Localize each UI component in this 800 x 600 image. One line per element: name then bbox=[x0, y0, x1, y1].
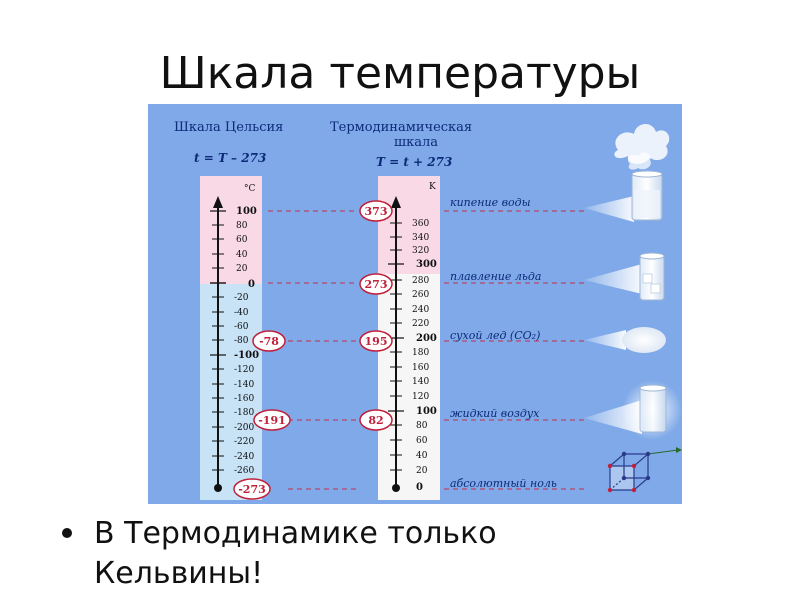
kelvin-marker-dry-ice: 195 bbox=[365, 335, 388, 348]
celsius-tick-label: -100 bbox=[234, 350, 259, 361]
kelvin-tick-label: 220 bbox=[412, 319, 429, 329]
kelvin-tick-label: 100 bbox=[416, 406, 437, 417]
bullet-line: В Термодинамике только bbox=[94, 516, 497, 551]
kelvin-tick-label: 0 bbox=[416, 482, 423, 493]
phenomenon-label: кипение воды bbox=[450, 196, 531, 209]
celsius-tick-label: 20 bbox=[236, 264, 248, 274]
celsius-warm-zone bbox=[200, 176, 262, 284]
kelvin-marker-boiling: 373 bbox=[365, 205, 388, 218]
kelvin-tick-label: 200 bbox=[416, 333, 437, 344]
phenomenon-label: жидкий воздух bbox=[450, 407, 540, 420]
kelvin-tick-label: 320 bbox=[412, 246, 429, 256]
kelvin-cold-zone bbox=[378, 274, 440, 500]
celsius-tick-label: 40 bbox=[236, 250, 248, 260]
kelvin-tick-label: 340 bbox=[412, 233, 429, 243]
celsius-marker-dry-ice: -78 bbox=[259, 335, 279, 348]
celsius-cold-zone bbox=[200, 284, 262, 500]
kelvin-unit: K bbox=[429, 182, 436, 192]
celsius-tick-label: 100 bbox=[236, 206, 257, 217]
celsius-tick-label: -60 bbox=[234, 322, 249, 332]
celsius-unit: °C bbox=[244, 184, 256, 194]
kelvin-tick-label: 80 bbox=[416, 421, 428, 431]
melting-ice-glass-icon bbox=[639, 252, 665, 301]
bullet-text: В Термодинамике только Кельвины! bbox=[94, 514, 734, 594]
bullet-dot-icon bbox=[62, 528, 72, 538]
celsius-marker-liquid-air: -191 bbox=[258, 414, 286, 427]
celsius-tick-group bbox=[210, 210, 226, 471]
kelvin-tick-label: 180 bbox=[412, 348, 429, 358]
kelvin-tick-label: 260 bbox=[412, 290, 429, 300]
dry-ice-cloud-icon bbox=[622, 327, 666, 353]
celsius-tick-label: -40 bbox=[234, 308, 249, 318]
kelvin-tick-label: 160 bbox=[412, 363, 429, 373]
kelvin-tick-group bbox=[388, 222, 404, 471]
celsius-tick-label: -20 bbox=[234, 293, 249, 303]
phenomenon-label: плавление льда bbox=[450, 270, 541, 283]
crystal-lattice-icon bbox=[607, 447, 682, 493]
kelvin-tick-label: 360 bbox=[412, 219, 429, 229]
slide-title: Шкала температуры bbox=[159, 48, 641, 99]
kelvin-tick-label: 120 bbox=[412, 392, 429, 402]
boiling-water-glass-icon bbox=[614, 123, 670, 221]
light-beam bbox=[584, 330, 626, 350]
celsius-tick-label: -120 bbox=[234, 365, 254, 375]
celsius-heading: Шкала Цельсия bbox=[174, 120, 283, 135]
kelvin-heading-line2: шкала bbox=[394, 135, 438, 150]
phenomenon-label: сухой лед (CO₂) bbox=[450, 329, 540, 342]
celsius-formula: t = T – 273 bbox=[194, 151, 266, 165]
celsius-tick-label: -140 bbox=[234, 380, 254, 390]
kelvin-warm-zone bbox=[378, 176, 440, 274]
kelvin-marker-melting: 273 bbox=[365, 278, 388, 291]
celsius-marker-absolute-zero: -273 bbox=[238, 483, 266, 496]
kelvin-tick-label: 40 bbox=[416, 451, 428, 461]
celsius-arrowhead bbox=[213, 196, 223, 208]
celsius-tick-label: -80 bbox=[234, 336, 249, 346]
kelvin-marker-ellipse bbox=[359, 273, 393, 295]
celsius-tick-label: -180 bbox=[234, 408, 254, 418]
celsius-tick-label: -260 bbox=[234, 466, 254, 476]
celsius-bulb bbox=[214, 484, 222, 492]
kelvin-tick-label: 280 bbox=[412, 276, 429, 286]
kelvin-tick-label: 20 bbox=[416, 466, 428, 476]
celsius-tick-label: -220 bbox=[234, 437, 254, 447]
light-beam bbox=[584, 196, 634, 222]
bullet-line: Кельвины! bbox=[94, 556, 264, 591]
kelvin-tick-label: 300 bbox=[416, 259, 437, 270]
celsius-marker-ellipse bbox=[252, 330, 286, 352]
celsius-tick-label: -200 bbox=[234, 423, 254, 433]
kelvin-arrowhead bbox=[391, 196, 401, 208]
kelvin-marker-ellipse bbox=[359, 409, 393, 431]
phenomenon-label: абсолютный ноль bbox=[450, 477, 557, 490]
liquid-air-glass-icon bbox=[622, 380, 682, 440]
light-beam bbox=[584, 264, 642, 294]
celsius-tick-label: -240 bbox=[234, 452, 254, 462]
kelvin-tick-label: 140 bbox=[412, 377, 429, 387]
kelvin-marker-ellipse bbox=[359, 200, 393, 222]
celsius-marker-ellipse bbox=[253, 409, 291, 431]
kelvin-tick-label: 60 bbox=[416, 436, 428, 446]
kelvin-heading-line1: Термодинамическая bbox=[330, 120, 472, 135]
kelvin-marker-ellipse bbox=[359, 330, 393, 352]
celsius-tick-label: 60 bbox=[236, 235, 248, 245]
celsius-marker-ellipse bbox=[233, 478, 271, 500]
kelvin-tick-label: 240 bbox=[412, 305, 429, 315]
celsius-tick-label: -160 bbox=[234, 394, 254, 404]
kelvin-bulb bbox=[392, 484, 400, 492]
temperature-scale-diagram: Шкала Цельсия t = T – 273 Термодинамичес… bbox=[148, 104, 682, 504]
celsius-tick-label: 0 bbox=[248, 279, 255, 290]
kelvin-formula: T = t + 273 bbox=[376, 155, 452, 169]
kelvin-marker-liquid-air: 82 bbox=[368, 414, 383, 427]
celsius-tick-label: 80 bbox=[236, 221, 248, 231]
